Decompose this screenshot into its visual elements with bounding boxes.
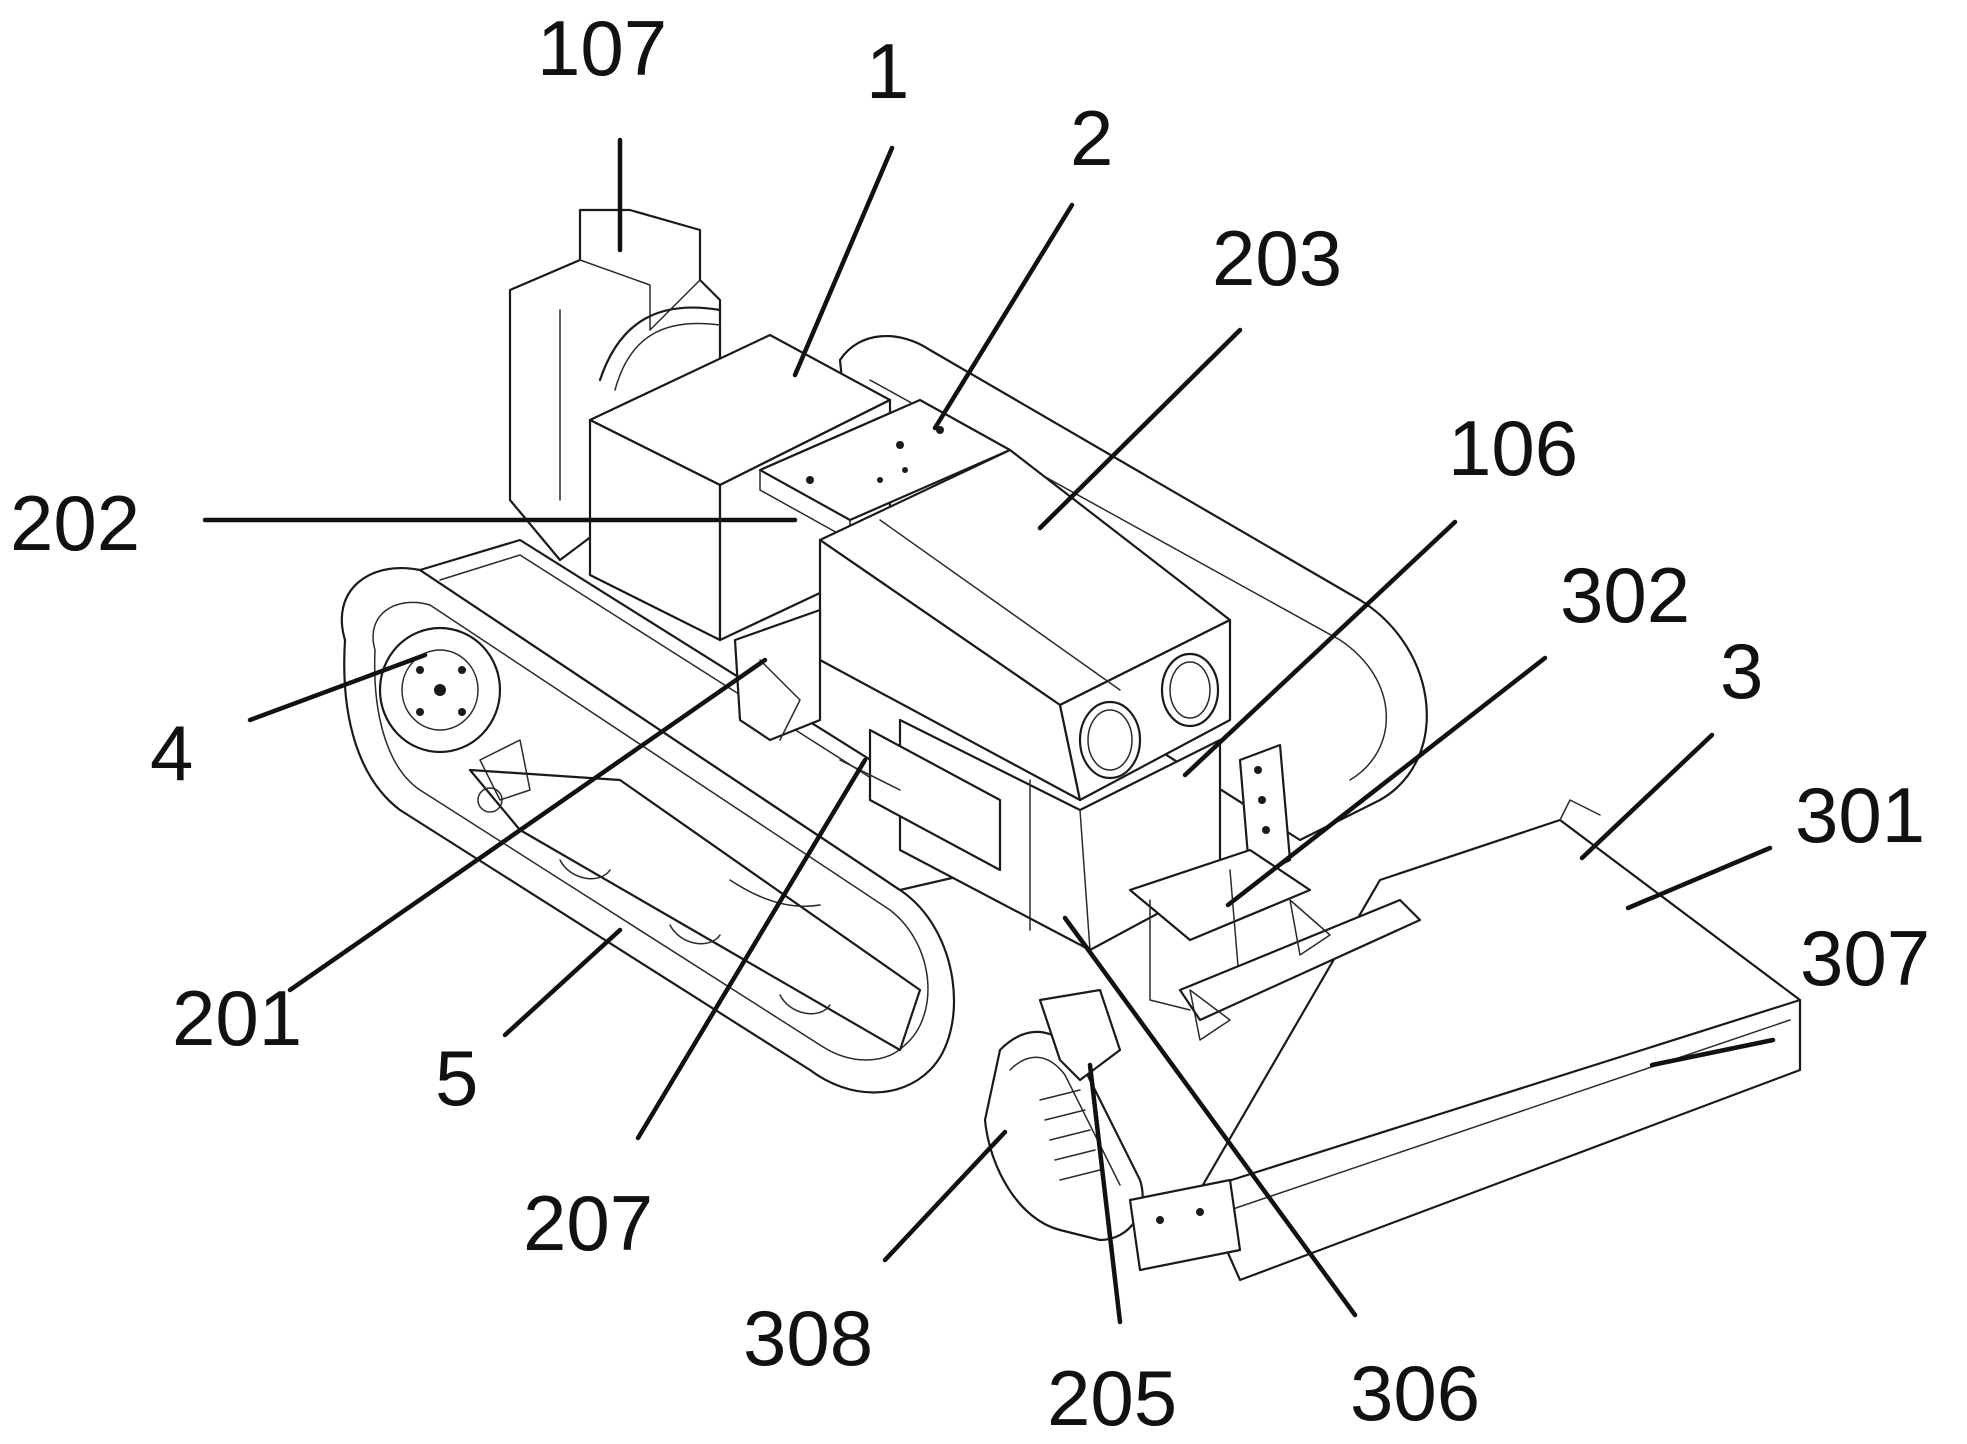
label-1: 1	[866, 27, 909, 115]
label-308: 308	[743, 1294, 873, 1382]
leader-1	[792, 145, 895, 378]
leader-301	[1625, 845, 1773, 911]
leader-2	[932, 202, 1075, 431]
leader-207	[635, 757, 868, 1141]
label-3: 3	[1720, 627, 1763, 715]
side-guard	[983, 988, 1242, 1272]
label-202: 202	[10, 479, 140, 567]
main-body-box	[588, 333, 892, 642]
front-bracket	[1128, 743, 1312, 1011]
label-307: 307	[1800, 914, 1930, 1002]
label-306: 306	[1350, 1349, 1480, 1437]
leader-5	[502, 927, 623, 1038]
leader-308	[882, 1129, 1008, 1263]
label-302: 302	[1560, 551, 1690, 639]
label-201: 201	[172, 974, 302, 1062]
leader-307	[1649, 1037, 1776, 1068]
label-207: 207	[523, 1179, 653, 1267]
label-2: 2	[1070, 94, 1113, 182]
middle-frame	[733, 608, 1002, 872]
leader-205	[1087, 1062, 1123, 1325]
leader-4	[247, 652, 428, 723]
front-housing	[818, 448, 1232, 802]
label-107: 107	[537, 4, 667, 92]
label-5: 5	[435, 1034, 478, 1122]
label-301: 301	[1795, 771, 1925, 859]
leader-3	[1579, 732, 1715, 861]
reference-labels: 107 1 2 203 202 106 302 3 4 301 307 201 …	[10, 4, 1930, 1442]
leader-302	[1225, 655, 1548, 908]
leader-203	[1037, 327, 1243, 531]
leader-lines	[202, 137, 1776, 1325]
label-4: 4	[150, 709, 193, 797]
leader-306	[1062, 915, 1358, 1318]
label-203: 203	[1212, 214, 1342, 302]
label-106: 106	[1448, 404, 1578, 492]
label-205: 205	[1047, 1354, 1177, 1442]
leader-201	[287, 657, 768, 993]
leader-106	[1182, 519, 1458, 778]
